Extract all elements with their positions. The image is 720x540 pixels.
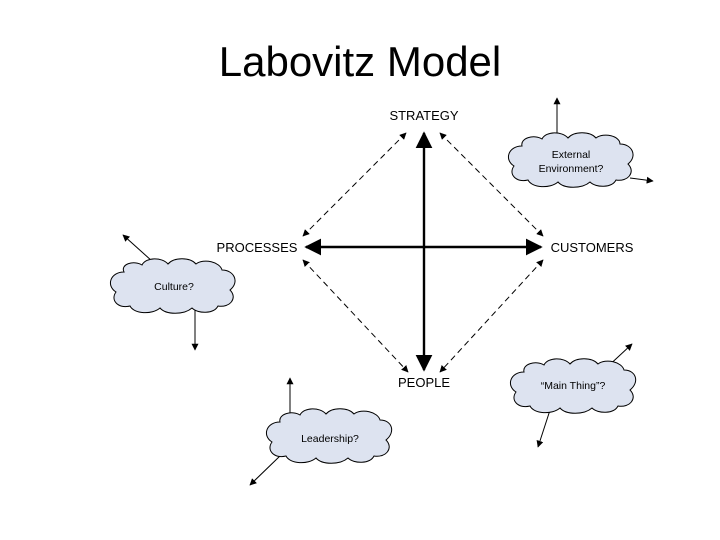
cloud-main-thing-label: “Main Thing”? [541,380,606,392]
cloud-culture: Culture? [109,234,236,351]
cloud-external-environment: External Environment? [507,97,654,188]
slide-title: Labovitz Model [218,38,502,85]
cloud-leadership-label: Leadership? [301,433,359,445]
label-processes: PROCESSES [217,240,298,255]
cloud-culture-label: Culture? [154,281,194,293]
dashed-arrow-customers-people [439,259,544,373]
label-customers: CUSTOMERS [551,240,634,255]
cloud-leadership: Leadership? [249,377,393,486]
dashed-arrow-processes-people [302,259,409,373]
label-strategy: STRATEGY [389,108,458,123]
cloud-main-thing: “Main Thing”? [509,343,637,448]
dashed-arrow-strategy-customers [439,132,544,237]
cloud-external-line1: External [552,149,591,161]
cloud-external-line2: Environment? [539,163,604,175]
dashed-arrow-strategy-processes [302,132,407,237]
label-people: PEOPLE [398,375,450,390]
